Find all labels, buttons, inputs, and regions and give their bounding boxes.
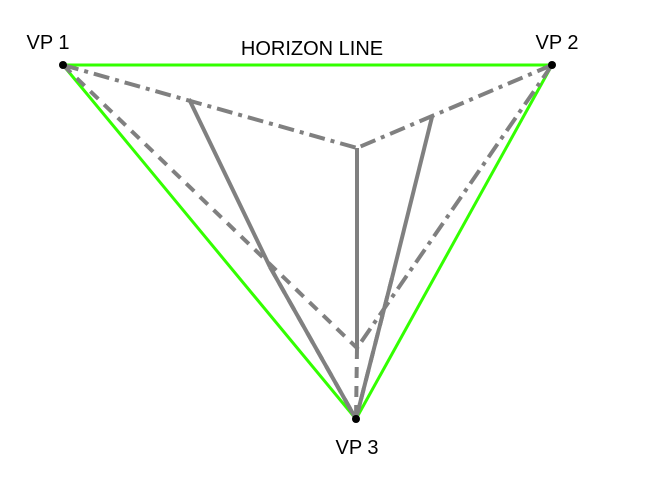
box-bottom-right-lower-edge <box>354 277 394 420</box>
vp1-point <box>59 61 67 69</box>
box-bottom-left-lower-edge <box>268 266 358 420</box>
vp2-to-vp3-line <box>354 64 554 420</box>
box-right-vertical-edge <box>390 116 434 279</box>
box-top-right-edge <box>356 63 553 150</box>
vp1-to-vp3-line <box>61 64 358 420</box>
horizon-line-label: HORIZON LINE <box>241 38 383 60</box>
vp2-point <box>548 61 556 69</box>
vp3-label: VP 3 <box>336 437 379 459</box>
box-bottom-right-edge <box>355 63 554 350</box>
box-left-vertical-edge <box>187 98 272 268</box>
center-edge-to-vp3 <box>354 347 359 420</box>
vp3-point <box>352 415 360 423</box>
box-top-left-edge <box>62 63 358 150</box>
vp1-label: VP 1 <box>27 32 70 54</box>
vp2-label: VP 2 <box>536 32 579 54</box>
